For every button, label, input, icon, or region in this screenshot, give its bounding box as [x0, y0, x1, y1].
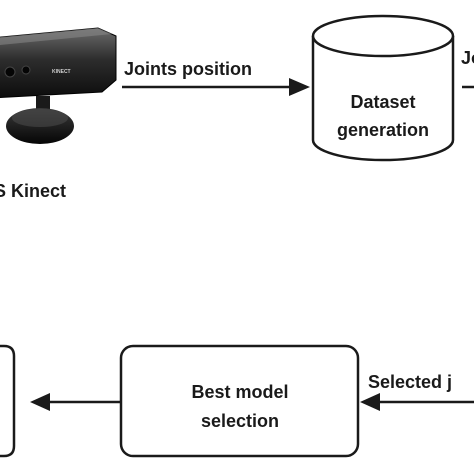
process-box	[119, 344, 360, 458]
edge-right-to-model	[360, 393, 474, 411]
kinect-neck	[36, 96, 50, 112]
edge-label-selected: Selected j	[368, 372, 452, 392]
model-node-line1: Best model	[191, 382, 288, 402]
kinect-lens-icon	[21, 65, 31, 75]
kinect-lens-icon	[4, 66, 16, 78]
edge-model-to-left	[30, 393, 122, 411]
edge-kinect-to-dataset	[122, 78, 310, 96]
arrowhead-icon	[289, 78, 310, 96]
model-node-line2: selection	[201, 411, 279, 431]
kinect-bar-highlight	[0, 28, 112, 45]
kinect-sensor-image: KINECT	[0, 27, 117, 144]
arrowhead-icon	[30, 393, 50, 411]
edge-label-cut-right: Jo	[461, 48, 474, 68]
left-cut-node	[0, 344, 16, 458]
kinect-base-highlight	[12, 109, 68, 127]
kinect-brand-text: KINECT	[52, 69, 71, 75]
dataset-generation-node: Dataset generation	[311, 14, 455, 162]
dataset-node-line2: generation	[337, 120, 429, 140]
kinect-caption: S Kinect	[0, 181, 66, 201]
best-model-selection-node: Best model selection	[119, 344, 360, 458]
arrowhead-icon	[360, 393, 380, 411]
cylinder-top	[311, 14, 455, 58]
dataset-node-line1: Dataset	[350, 92, 415, 112]
cylinder-body	[311, 36, 455, 162]
edge-label-joints-position: Joints position	[124, 59, 252, 79]
